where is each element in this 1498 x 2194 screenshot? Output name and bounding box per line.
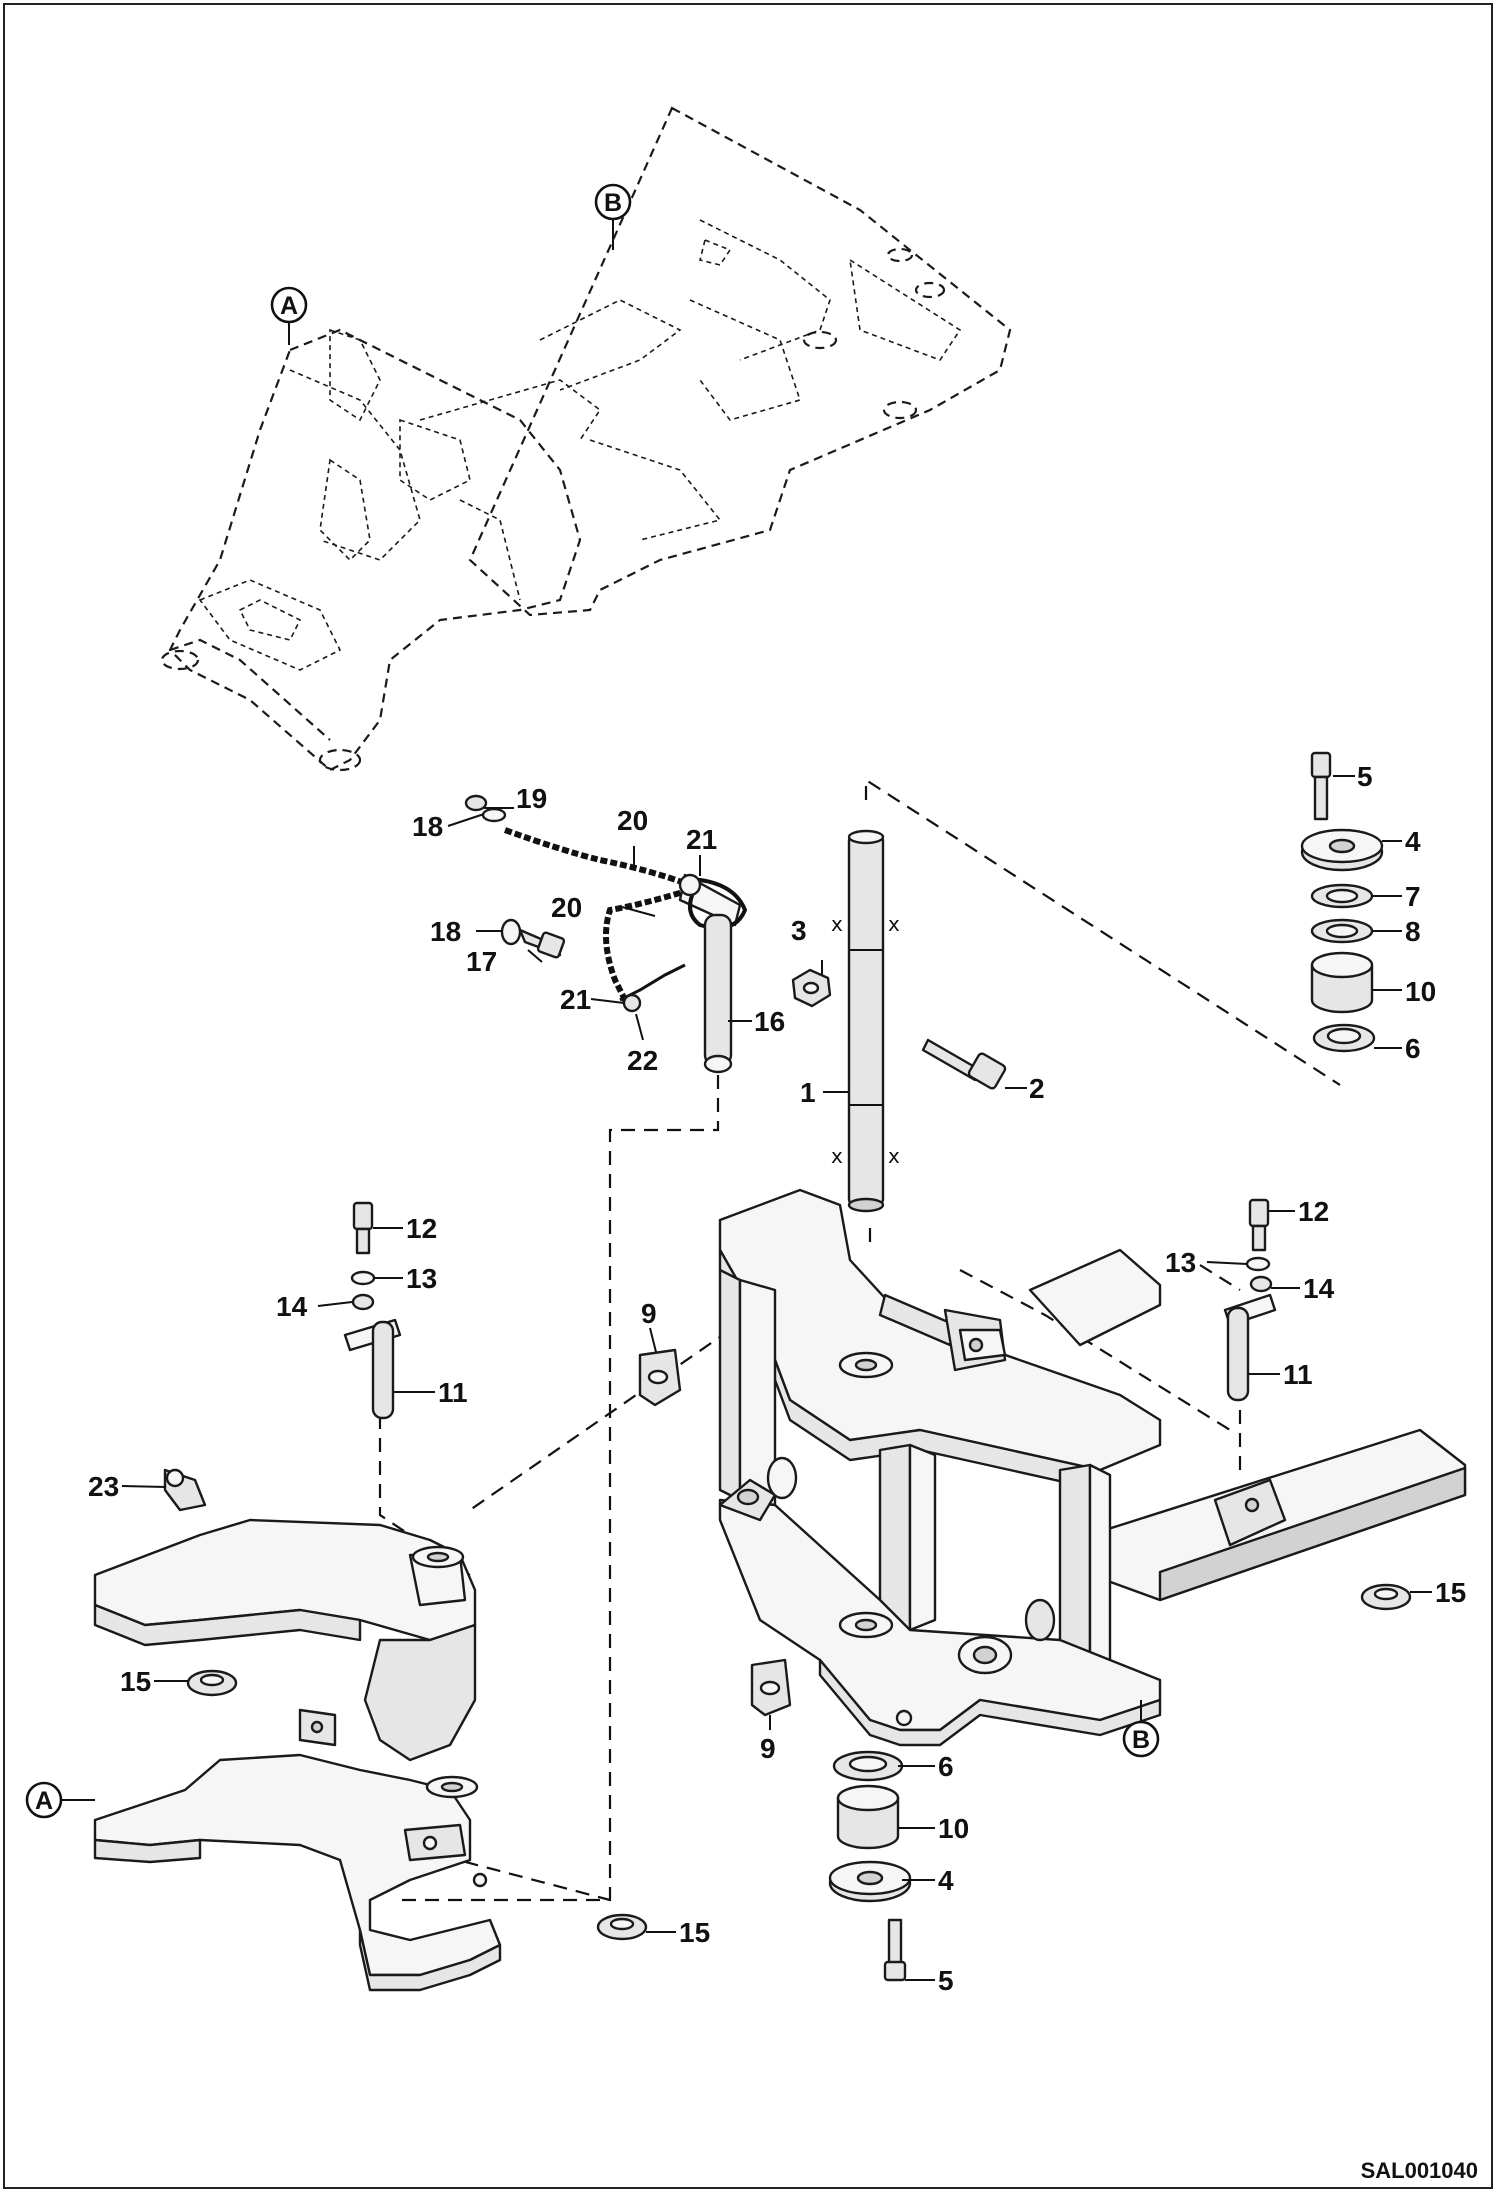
pivot-shaft-group xyxy=(791,829,1007,1213)
upper-bearing-stack xyxy=(1300,751,1384,1053)
callout-2: 2 xyxy=(1029,1073,1045,1104)
callout-14: 14 xyxy=(1303,1273,1335,1304)
rear-frame-b xyxy=(718,1188,1467,1747)
callout-18: 18 xyxy=(430,916,461,947)
callout-20: 20 xyxy=(617,805,648,836)
callout-18: 18 xyxy=(412,811,443,842)
callout-7: 7 xyxy=(1405,881,1421,912)
callout-6: 6 xyxy=(1405,1033,1421,1064)
reference-marker-b-frame: B xyxy=(1122,1700,1160,1758)
callout-16: 16 xyxy=(754,1006,785,1037)
front-frame-a xyxy=(93,1518,502,1992)
callout-4: 4 xyxy=(938,1865,954,1896)
callout-13: 13 xyxy=(406,1263,437,1294)
callout-5: 5 xyxy=(1357,761,1373,792)
washers-and-fittings xyxy=(163,1198,1412,1941)
machine-frame-overview xyxy=(160,106,1012,772)
callout-3: 3 xyxy=(791,915,807,946)
callout-11: 11 xyxy=(438,1377,468,1408)
svg-text:x: x xyxy=(888,912,900,936)
callout-21: 21 xyxy=(686,824,717,855)
callout-4: 4 xyxy=(1405,826,1421,857)
reference-marker-a-overview: A xyxy=(270,286,308,345)
callout-15: 15 xyxy=(1435,1577,1466,1608)
callout-leaders xyxy=(121,775,1432,1981)
callout-1: 1 xyxy=(800,1077,816,1108)
callout-20: 20 xyxy=(551,892,582,923)
callout-14: 14 xyxy=(276,1291,308,1322)
callout-9: 9 xyxy=(641,1298,657,1329)
svg-text:x: x xyxy=(831,1144,843,1168)
callout-numbers: 5 4 7 8 10 6 2 3 1 19 18 20 21 20 18 17 … xyxy=(88,761,1466,1996)
callout-17: 17 xyxy=(466,946,497,977)
callout-15: 15 xyxy=(679,1917,710,1948)
svg-text:x: x xyxy=(888,1144,900,1168)
reference-label: B xyxy=(1132,1726,1150,1754)
callout-10: 10 xyxy=(938,1813,969,1844)
drawing-border xyxy=(3,3,1493,2189)
callout-13: 13 xyxy=(1165,1247,1196,1278)
lower-bearing-stack xyxy=(828,1750,912,1982)
callout-6: 6 xyxy=(938,1751,954,1782)
reference-marker-a-frame: A xyxy=(25,1781,95,1819)
callout-19: 19 xyxy=(516,783,547,814)
reference-label: B xyxy=(604,189,622,217)
callout-8: 8 xyxy=(1405,916,1421,947)
reference-marker-b-overview: B xyxy=(594,183,632,250)
callout-9: 9 xyxy=(760,1733,776,1764)
callout-12: 12 xyxy=(406,1213,437,1244)
callout-12: 12 xyxy=(1298,1196,1329,1227)
svg-text:x: x xyxy=(831,912,843,936)
callout-21: 21 xyxy=(560,984,591,1015)
callout-11: 11 xyxy=(1283,1359,1313,1390)
callout-5: 5 xyxy=(938,1965,954,1996)
callout-22: 22 xyxy=(627,1045,658,1076)
callout-10: 10 xyxy=(1405,976,1436,1007)
callout-15: 15 xyxy=(120,1666,151,1697)
reference-label: A xyxy=(280,292,298,320)
callout-23: 23 xyxy=(88,1471,119,1502)
reference-label: A xyxy=(35,1787,53,1815)
locking-pin-chain-assembly xyxy=(464,794,748,1074)
drawing-code: SAL001040 xyxy=(1360,2158,1478,2183)
